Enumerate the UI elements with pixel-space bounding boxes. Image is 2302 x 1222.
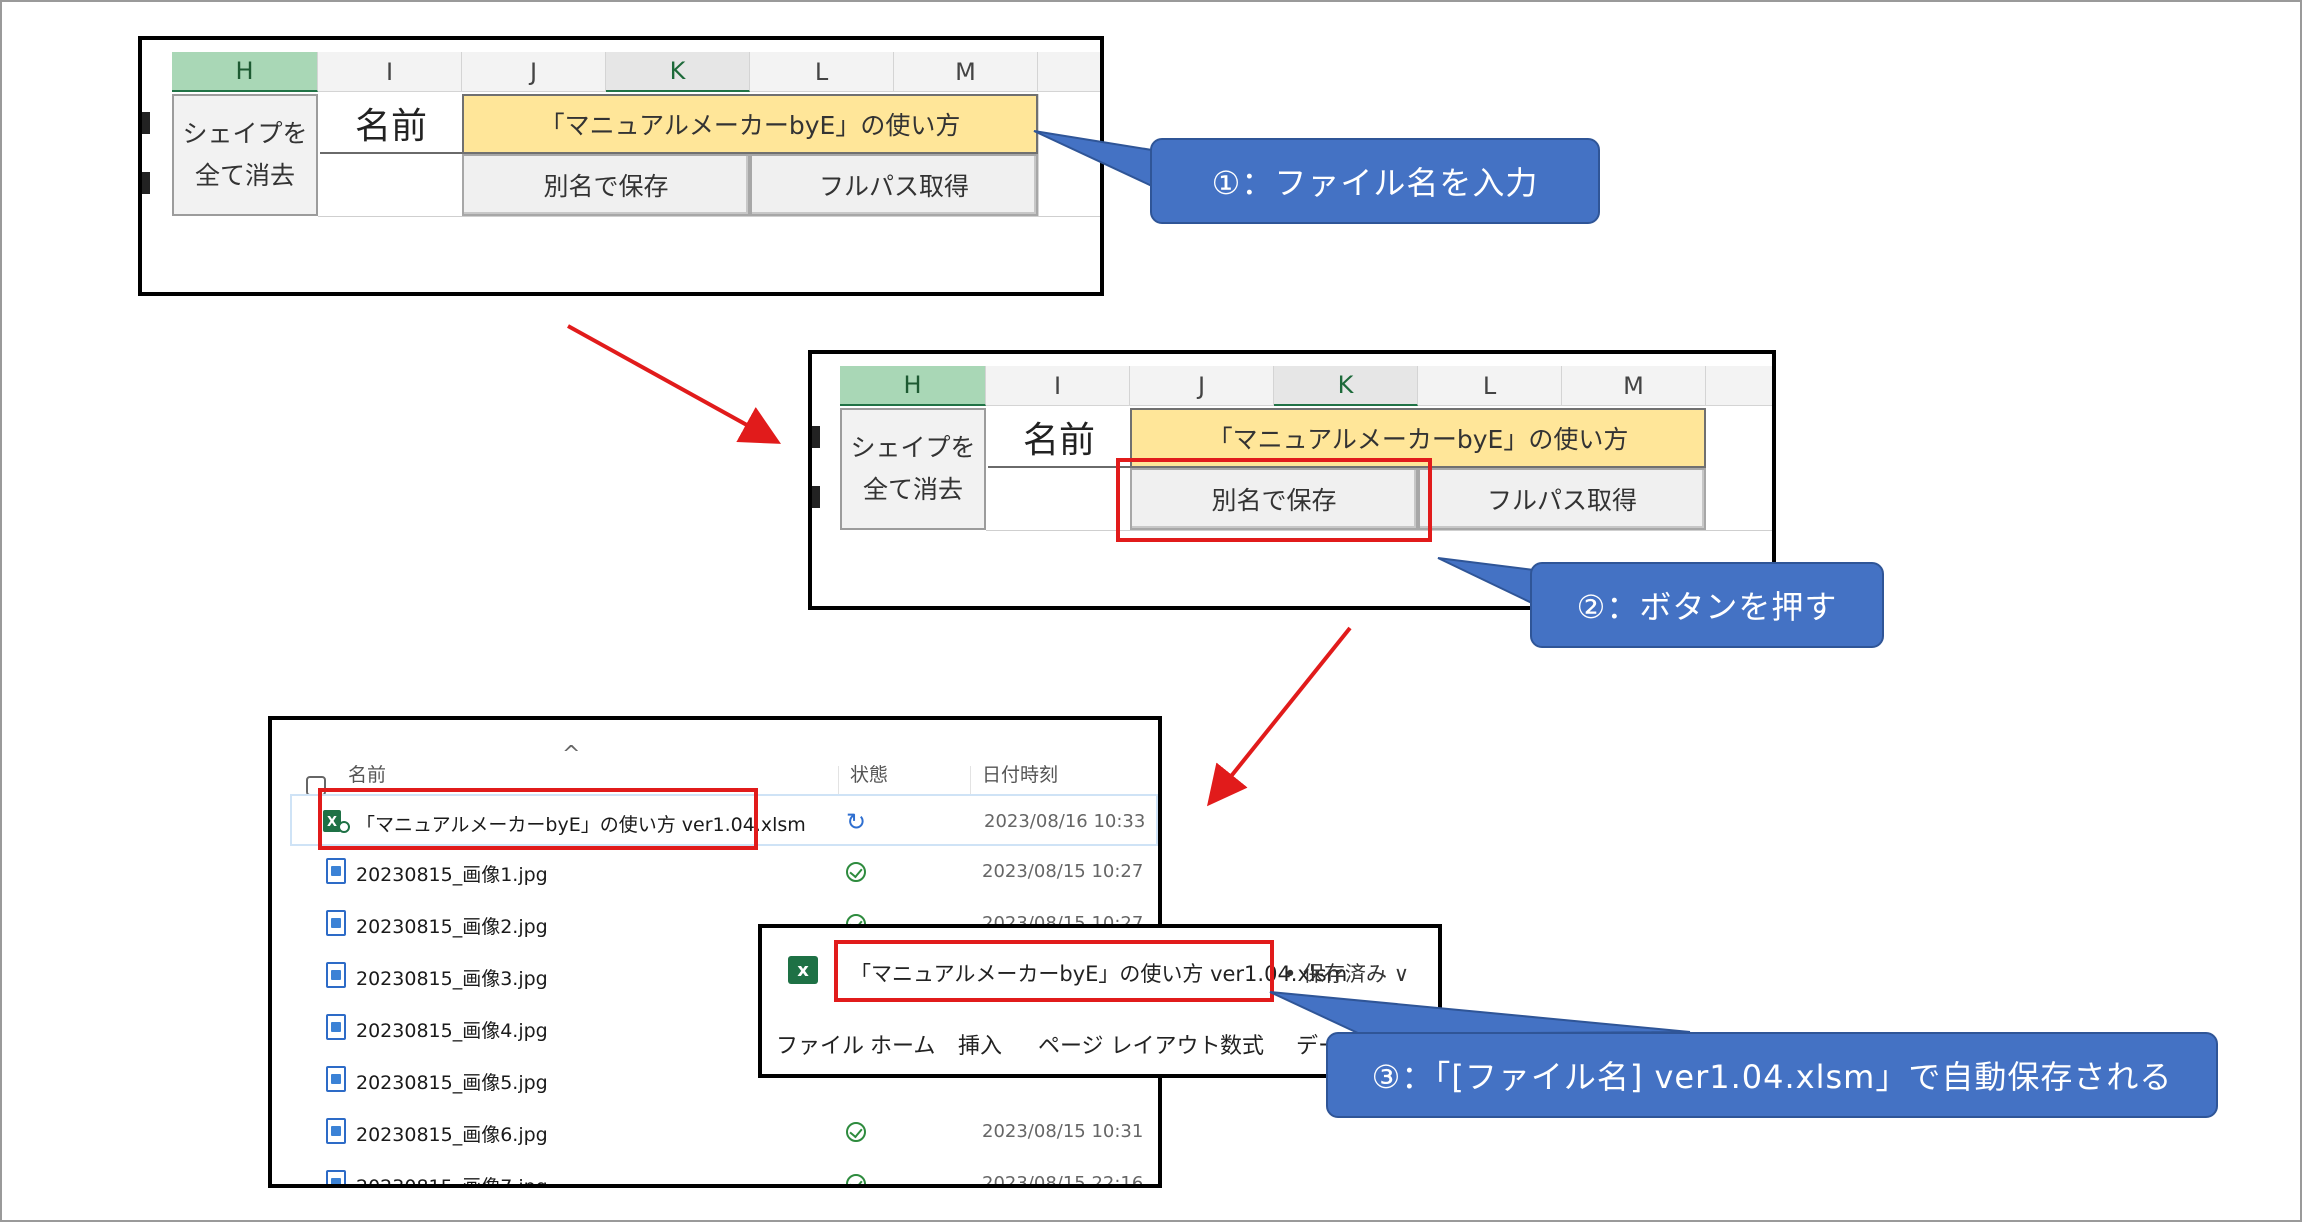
column-header-blank (1038, 52, 1100, 92)
file-row[interactable]: 20230815_画像7.jpg 2023/08/15 22:16 (272, 1158, 1158, 1188)
synced-check-icon (846, 862, 866, 882)
file-name: 20230815_画像3.jpg (356, 968, 548, 990)
image-file-icon (326, 1066, 346, 1092)
full-path-button[interactable]: フルパス取得 (1418, 468, 1706, 530)
row-header-marker (142, 112, 150, 134)
full-path-button[interactable]: フルパス取得 (750, 154, 1038, 216)
file-row[interactable]: 20230815_画像4.jpg (272, 1002, 1158, 1054)
clear-shapes-label-line2: 全て消去 (194, 161, 295, 190)
file-date: 2023/08/15 10:27 (982, 861, 1144, 882)
menu-insert[interactable]: 挿入 (958, 1034, 1003, 1059)
file-date: 2023/08/16 10:33 (984, 811, 1146, 832)
row-header-marker (812, 426, 820, 448)
file-row[interactable]: 20230815_画像1.jpg 2023/08/15 10:27 (272, 846, 1158, 898)
excel-file-icon: X (323, 810, 350, 833)
image-file-icon (326, 1014, 346, 1040)
header-name[interactable]: 名前 (348, 764, 387, 786)
image-file-icon (326, 962, 346, 988)
menu-formulas[interactable]: 数式 (1220, 1034, 1265, 1059)
image-file-icon (326, 858, 346, 884)
grid-line (986, 530, 1772, 531)
grid-line (318, 216, 1100, 217)
column-header-h[interactable]: H (840, 366, 986, 406)
row-header-marker (812, 486, 820, 508)
image-file-icon (326, 910, 346, 936)
column-header-l[interactable]: L (1418, 366, 1562, 406)
clear-shapes-label-line1: シェイプを (182, 119, 308, 148)
caret-up-icon: ^ (562, 742, 581, 767)
callout-pointer-3 (1269, 991, 1691, 1036)
clear-shapes-button[interactable]: シェイプを 全て消去 (840, 408, 986, 530)
svg-text:X: X (327, 815, 337, 830)
header-status[interactable]: 状態 (850, 764, 889, 786)
menu-file[interactable]: ファイル (776, 1034, 865, 1059)
callout-step1: ①：ファイル名を入力 (1150, 138, 1600, 224)
column-header-m[interactable]: M (894, 52, 1038, 92)
callout-pointer-1 (1033, 130, 1153, 188)
column-separator[interactable] (970, 766, 971, 814)
save-as-button[interactable]: 別名で保存 (1130, 468, 1418, 530)
file-name: 20230815_画像2.jpg (356, 916, 548, 938)
column-header-k[interactable]: K (1274, 366, 1418, 406)
highlight-workbook-filename (834, 940, 1274, 1002)
name-label-cell: 名前 (988, 408, 1130, 468)
menu-page-layout[interactable]: ページ レイアウト (1038, 1034, 1221, 1059)
column-header-l[interactable]: L (750, 52, 894, 92)
file-name: 20230815_画像6.jpg (356, 1124, 548, 1146)
workbook-filename[interactable]: 「マニュアルメーカーbyE」の使い方 ver1.04.xlsm (850, 962, 1348, 986)
file-name: 20230815_画像5.jpg (356, 1072, 548, 1094)
sync-icon: ↻ (846, 808, 867, 836)
column-header-m[interactable]: M (1562, 366, 1706, 406)
name-label-cell: 名前 (320, 94, 462, 154)
save-status-dropdown[interactable]: • 保存済み ∨ (1284, 962, 1410, 986)
column-separator[interactable] (838, 766, 839, 814)
synced-check-icon (846, 1122, 866, 1142)
file-name: 20230815_画像7.jpg (356, 1176, 548, 1188)
clear-shapes-button[interactable]: シェイプを 全て消去 (172, 94, 318, 216)
excel-app-icon: x (788, 956, 818, 984)
highlight-saved-file (318, 788, 758, 850)
row-header-marker (142, 172, 150, 194)
file-name: 「マニュアルメーカーbyE」の使い方 ver1.04.xlsm (356, 814, 806, 836)
clear-shapes-label-line1: シェイプを (850, 433, 976, 462)
callout-step3: ③：「[ファイル名] ver1.04.xlsm」で自動保存される (1326, 1032, 2218, 1118)
highlight-save-as-button (1116, 458, 1432, 542)
column-header-k[interactable]: K (606, 52, 750, 92)
save-as-button[interactable]: 別名で保存 (462, 154, 750, 216)
file-name: 20230815_画像4.jpg (356, 1020, 548, 1042)
column-header-i[interactable]: I (986, 366, 1130, 406)
image-file-icon (326, 1118, 346, 1144)
column-header-blank (1706, 366, 1772, 406)
file-name: 20230815_画像1.jpg (356, 864, 548, 886)
header-date[interactable]: 日付時刻 (982, 764, 1059, 786)
synced-check-icon (846, 1174, 866, 1184)
image-file-icon (326, 1170, 346, 1184)
menu-home[interactable]: ホーム (870, 1034, 936, 1059)
callout-pointer-2 (1437, 557, 1535, 606)
column-header-i[interactable]: I (318, 52, 462, 92)
file-row[interactable]: 20230815_画像3.jpg (272, 950, 1158, 1002)
file-date: 2023/08/15 22:16 (982, 1173, 1144, 1188)
file-row[interactable]: 20230815_画像5.jpg (272, 1054, 1158, 1106)
title-cell: 「マニュアルメーカーbyE」の使い方 (462, 94, 1038, 154)
file-row[interactable]: 20230815_画像6.jpg 2023/08/15 10:31 (272, 1106, 1158, 1158)
callout-step2: ②：ボタンを押す (1530, 562, 1884, 648)
file-row[interactable]: X 「マニュアルメーカーbyE」の使い方 ver1.04.xlsm ↻ 2023… (290, 794, 1158, 846)
column-header-h[interactable]: H (172, 52, 318, 92)
clear-shapes-label-line2: 全て消去 (862, 475, 963, 504)
file-date: 2023/08/15 10:31 (982, 1121, 1144, 1142)
flow-arrow-2 (1206, 626, 1352, 807)
column-header-j[interactable]: J (1130, 366, 1274, 406)
grid-line (1038, 94, 1039, 216)
column-header-j[interactable]: J (462, 52, 606, 92)
excel-sheet-step1: H I J K L M シェイプを 全て消去 名前 「マニュアルメーカーbyE」… (138, 36, 1104, 296)
flow-arrow-1 (567, 324, 781, 444)
